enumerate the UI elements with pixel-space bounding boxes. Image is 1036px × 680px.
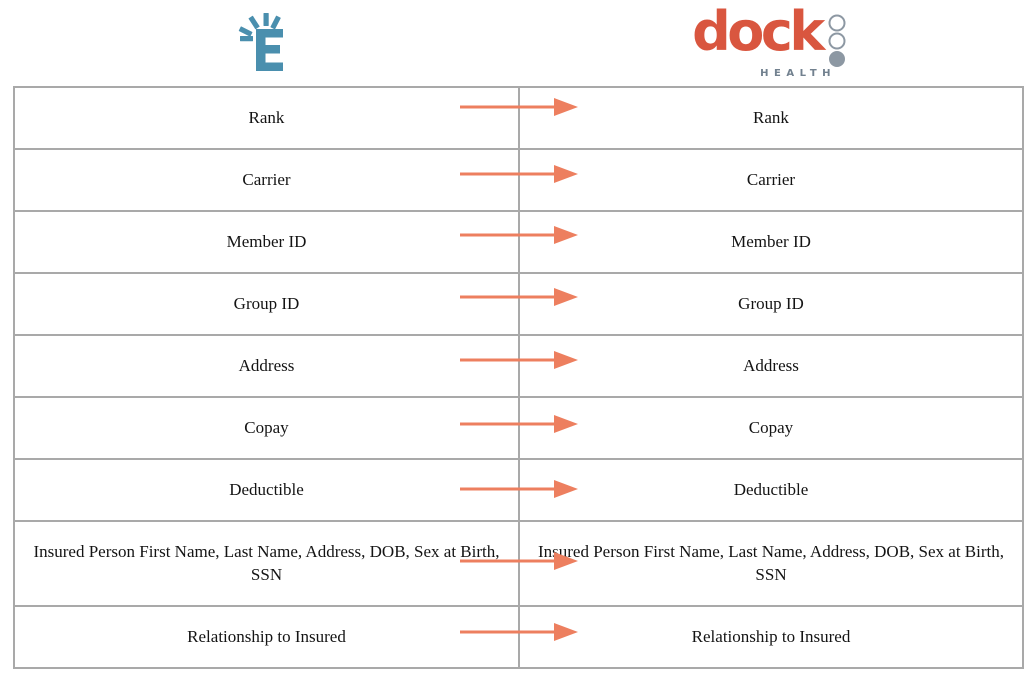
source-field-cell: Group ID xyxy=(13,272,520,336)
target-system-logo: dock HEALTH xyxy=(518,0,1022,86)
source-field-cell: Copay xyxy=(13,396,520,460)
target-field-cell: Member ID xyxy=(518,210,1024,274)
target-field-cell: Group ID xyxy=(518,272,1024,336)
target-field-cell: Carrier xyxy=(518,148,1024,212)
target-field-cell: Insured Person First Name, Last Name, Ad… xyxy=(518,520,1024,607)
table-row: Insured Person First Name, Last Name, Ad… xyxy=(13,520,1024,607)
dock-dots-icon xyxy=(828,14,846,67)
dock-health-tagline: HEALTH xyxy=(760,68,837,79)
logo-header: dock HEALTH xyxy=(0,0,1036,86)
source-system-logo xyxy=(13,0,518,86)
target-field-cell: Relationship to Insured xyxy=(518,605,1024,669)
source-field-cell: Insured Person First Name, Last Name, Ad… xyxy=(13,520,520,607)
target-field-cell: Rank xyxy=(518,86,1024,150)
source-field-cell: Address xyxy=(13,334,520,398)
dock-health-logo: dock HEALTH xyxy=(692,0,848,79)
target-field-cell: Copay xyxy=(518,396,1024,460)
target-field-cell: Deductible xyxy=(518,458,1024,522)
dock-logo-top-row: dock xyxy=(692,0,848,67)
dock-wordmark: dock xyxy=(692,0,825,63)
source-field-cell: Deductible xyxy=(13,458,520,522)
source-field-cell: Relationship to Insured xyxy=(13,605,520,669)
target-field-cell: Address xyxy=(518,334,1024,398)
epic-spark-e-logo-icon xyxy=(238,13,283,71)
source-field-cell: Carrier xyxy=(13,148,520,212)
source-field-cell: Rank xyxy=(13,86,520,150)
source-field-cell: Member ID xyxy=(13,210,520,274)
